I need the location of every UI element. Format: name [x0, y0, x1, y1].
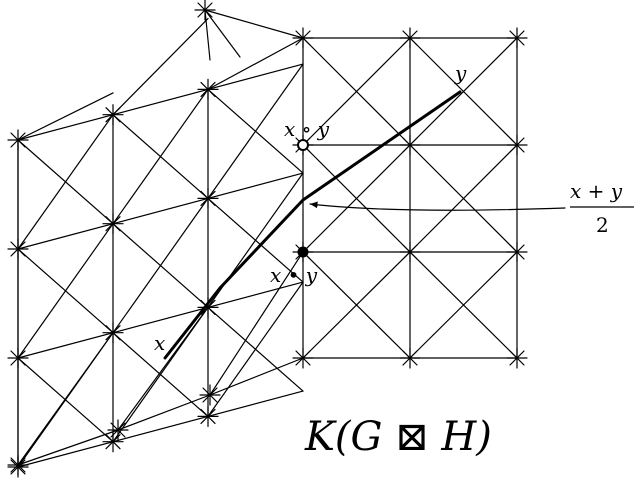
- grid-edge: [17, 92, 114, 141]
- grid-edge: [17, 281, 304, 359]
- grid-edge: [117, 306, 209, 431]
- star-spoke: [509, 244, 525, 260]
- midpoint-denominator: 2: [596, 213, 609, 237]
- x-circ-y-vertex: [297, 139, 309, 151]
- vertex-star: [197, 405, 219, 427]
- vertex-stars: [7, 0, 528, 478]
- midpoint-arrow: [309, 201, 566, 211]
- star-spoke: [295, 30, 311, 46]
- vertex-star: [506, 241, 528, 263]
- grid-edge: [17, 114, 114, 250]
- x-bullet-y-vertex: [297, 246, 309, 258]
- star-spoke: [402, 244, 418, 260]
- grid-edge: [112, 88, 209, 225]
- grid-edge: [112, 197, 209, 334]
- vertex-star: [399, 241, 421, 263]
- star-spoke: [110, 422, 126, 438]
- vertex-star: [102, 213, 124, 235]
- grid-edge: [207, 37, 304, 91]
- grid-edge: [17, 429, 119, 466]
- vertex-star: [506, 27, 528, 49]
- grid-edge: [409, 144, 518, 253]
- star-spoke: [10, 457, 26, 473]
- grid-edge: [209, 251, 304, 396]
- star-spoke: [200, 299, 216, 315]
- grid-edge: [17, 172, 304, 250]
- star-spoke: [509, 350, 525, 366]
- grid-edge: [204, 9, 211, 61]
- star-spoke: [200, 408, 216, 424]
- x-circ-y-label: x ∘ y: [284, 117, 330, 141]
- vertex-star: [102, 322, 124, 344]
- vertex-star: [197, 78, 219, 101]
- vertex-star: [197, 187, 219, 209]
- geodesic-path: [163, 90, 462, 360]
- vertex-star: [506, 134, 528, 156]
- star-spoke: [105, 216, 121, 232]
- star-spoke: [509, 137, 525, 153]
- x-bullet-y-label: x • y: [270, 263, 318, 287]
- vertex-star: [399, 347, 421, 369]
- star-spoke: [402, 137, 418, 153]
- grid-edge: [207, 281, 304, 417]
- grid-edge: [204, 9, 241, 58]
- grid-edge: [209, 357, 304, 396]
- diagram-title: K(G ⊠ H): [304, 414, 492, 460]
- star-spoke: [105, 325, 121, 341]
- star-spoke: [202, 387, 218, 403]
- midpoint-numerator: x + y: [570, 179, 623, 203]
- vertex-star: [292, 347, 314, 369]
- vertex-star: [399, 134, 421, 156]
- star-spoke: [509, 30, 525, 46]
- grid-edge: [207, 63, 304, 199]
- x-start-label: x: [154, 331, 165, 355]
- grid-edge: [17, 223, 114, 359]
- vertex-star: [107, 419, 129, 441]
- grid-edge: [17, 332, 114, 466]
- star-spoke: [197, 2, 213, 18]
- vertex-star: [7, 454, 29, 476]
- star-spoke: [105, 107, 121, 123]
- vertex-star: [506, 347, 528, 369]
- star-spoke: [10, 132, 26, 148]
- vertex-star: [199, 384, 221, 406]
- vertex-star: [102, 104, 124, 126]
- grid-edge: [302, 144, 411, 253]
- star-spoke: [10, 350, 26, 366]
- grid-edge: [302, 251, 411, 359]
- vertex-star: [7, 129, 29, 151]
- grid-edge: [112, 17, 209, 116]
- grid-edge: [117, 394, 211, 431]
- vertex-star: [197, 296, 219, 318]
- grid-edge: [17, 390, 304, 468]
- vertex-star: [7, 347, 29, 369]
- grid-edge: [409, 37, 518, 146]
- y-end-label: y: [454, 61, 467, 85]
- star-spoke: [295, 350, 311, 366]
- grid-edge: [17, 63, 304, 141]
- vertex-star: [292, 27, 314, 49]
- star-spoke: [200, 190, 216, 206]
- grid-edge: [409, 251, 518, 359]
- star-spoke: [200, 81, 216, 98]
- grid-edge: [302, 37, 411, 146]
- grid-edge: [204, 9, 304, 39]
- vertex-star: [399, 27, 421, 49]
- star-spoke: [402, 350, 418, 366]
- vertex-star: [7, 238, 29, 260]
- star-spoke: [10, 241, 26, 257]
- vertex-star: [194, 0, 216, 21]
- star-spoke: [402, 30, 418, 46]
